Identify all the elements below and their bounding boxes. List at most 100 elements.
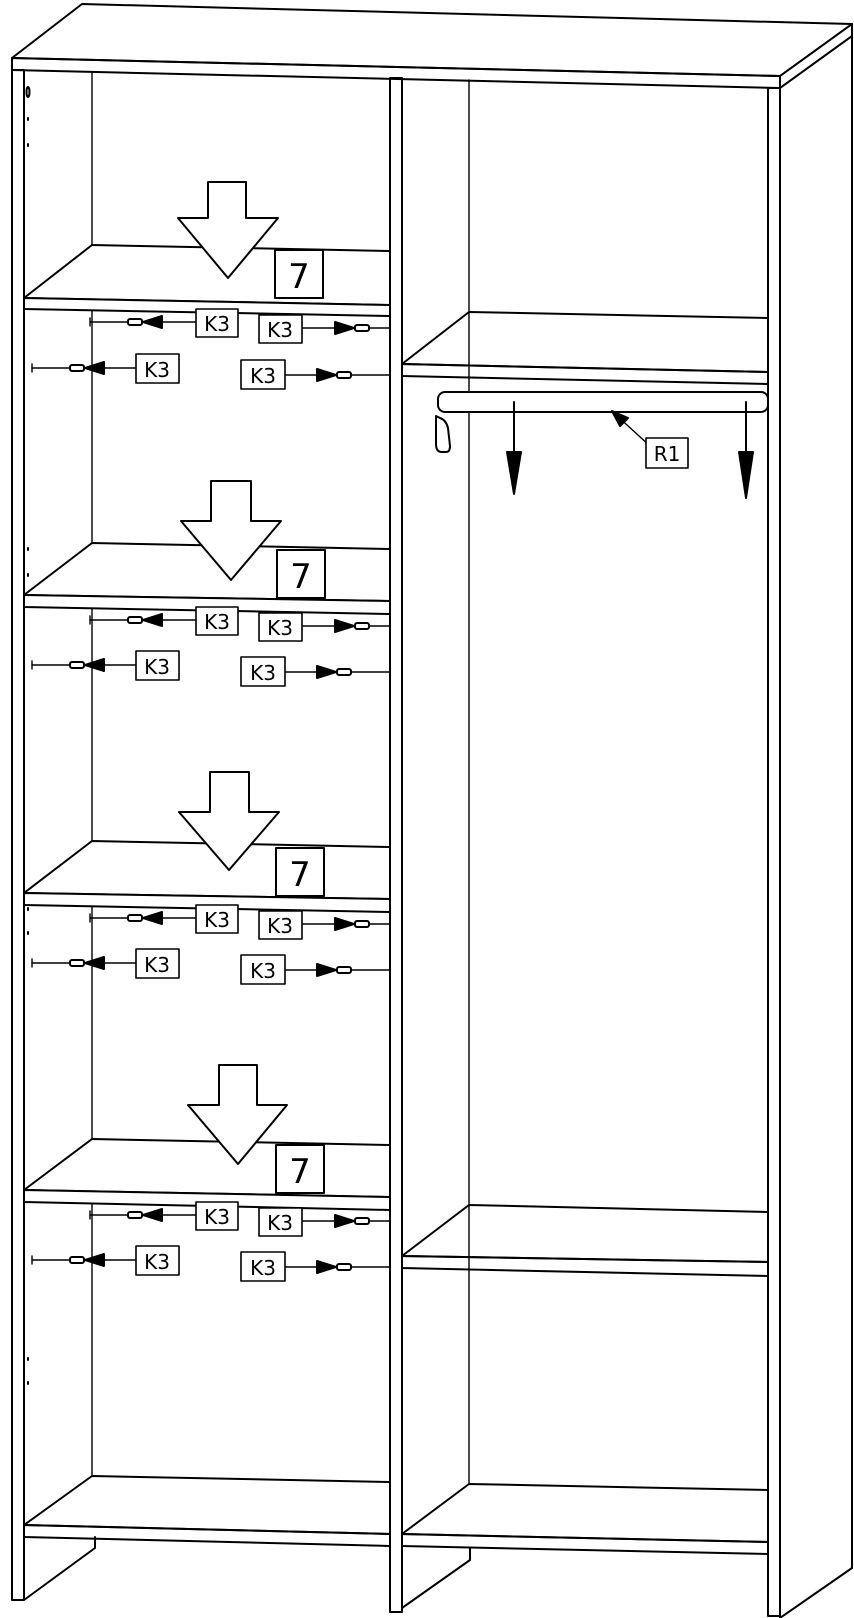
k3-label: K3: [250, 661, 276, 685]
rail-leader-arrowhead: [611, 410, 629, 427]
pin-arrowhead: [334, 1214, 355, 1228]
part-label: 7: [289, 855, 311, 895]
k3-label: K3: [267, 616, 293, 640]
k3-label: K3: [204, 312, 230, 336]
hanging-rail-group: R1: [435, 391, 769, 499]
rail-bracket: [435, 415, 451, 453]
bottom-panel-left-edge: [23, 1524, 391, 1547]
pin-arrowhead: [84, 361, 105, 375]
system-hole: [25, 86, 31, 98]
shelf-7-front-edge: [23, 892, 391, 913]
shelf-pin-icon: [354, 324, 370, 332]
pin-arrowhead: [142, 315, 163, 329]
k3-label-box: [135, 353, 180, 384]
shelf-7-surface: [23, 1138, 391, 1198]
hanging-rail: [437, 391, 769, 413]
shelf-pin-icon: [354, 920, 370, 928]
k3-label: K3: [144, 358, 170, 382]
shelf-7-surface: [23, 840, 391, 900]
pin-arrowhead: [142, 613, 163, 627]
insert-arrow: [187, 1064, 288, 1165]
top-panel-front-edge: [11, 57, 781, 89]
insert-arrow: [177, 181, 279, 279]
pin-arrowhead: [142, 911, 163, 925]
shelf-assembly-3: 7 K3 K3 K3 K3: [23, 771, 391, 985]
pin-arrowhead: [316, 368, 337, 382]
part-label-box: [275, 1144, 325, 1194]
shelf-7-front-edge: [23, 594, 391, 615]
part-label-box: [275, 847, 325, 897]
shelf-assembly-4: 7 K3 K3 K3 K3: [23, 1064, 391, 1282]
k3-label-box: [195, 606, 239, 636]
shelf-assembly-1: 7 K3 K3 K3 K3: [23, 181, 391, 390]
shelf-pin-icon: [69, 661, 85, 669]
k3-label-box: [240, 1251, 286, 1282]
k3-label: K3: [267, 318, 293, 342]
part-label-box: [274, 249, 324, 299]
part-label: 7: [290, 557, 312, 597]
k3-label-box: [258, 1207, 303, 1237]
insert-arrow: [178, 771, 280, 871]
k3-label: K3: [250, 959, 276, 983]
pin-arrowhead: [334, 619, 355, 633]
shelf-7-front-edge: [23, 1189, 391, 1211]
insert-arrow: [180, 480, 282, 581]
k3-label: K3: [267, 1211, 293, 1235]
pin-arrowhead: [316, 665, 337, 679]
left-side-panel: [11, 69, 25, 1601]
shelf-pin-icon: [354, 622, 370, 630]
rail-label-box: [645, 437, 689, 469]
right-side-panel: [767, 87, 781, 1617]
right-lower-fixed-shelf-edge: [401, 1255, 769, 1277]
top-panel-surface: [11, 3, 853, 77]
pin-arrowhead: [316, 963, 337, 977]
k3-label-box: [258, 314, 303, 344]
k3-label: K3: [267, 914, 293, 938]
shelf-pin-icon: [69, 1256, 85, 1264]
shelf-pin-icon: [127, 318, 143, 326]
part-label: 7: [288, 257, 310, 297]
bottom-panel-right-edge: [401, 1533, 769, 1555]
k3-label-box: [240, 359, 286, 390]
pin-arrowhead: [84, 1253, 105, 1267]
right-upper-fixed-shelf-edge: [401, 363, 769, 385]
shelf-7-front-edge: [23, 297, 391, 317]
top-panel-right-edge: [779, 23, 853, 77]
part-label: 7: [289, 1152, 311, 1192]
k3-label: K3: [204, 1205, 230, 1229]
k3-label-box: [195, 308, 239, 338]
k3-label-box: [195, 904, 239, 934]
k3-label-box: [195, 1201, 239, 1231]
k3-label-box: [240, 954, 286, 985]
right-side-panel-outer: [779, 35, 853, 1618]
right-upper-fixed-shelf: [401, 311, 769, 373]
plinth-center: [401, 1547, 471, 1609]
k3-label: K3: [144, 1250, 170, 1274]
shelf-pin-icon: [69, 959, 85, 967]
k3-label-box: [135, 650, 180, 681]
k3-label: K3: [204, 610, 230, 634]
rail-label: R1: [654, 442, 681, 466]
shelf-assembly-2: 7 K3 K3 K3 K3: [23, 480, 391, 687]
k3-label: K3: [144, 953, 170, 977]
shelf-pin-icon: [127, 616, 143, 624]
shelf-pin-icon: [336, 668, 352, 676]
k3-label: K3: [250, 1256, 276, 1280]
k3-label-box: [258, 910, 303, 940]
right-lower-fixed-shelf: [401, 1204, 769, 1263]
k3-label-box: [240, 656, 286, 687]
rail-down-arrow-right-head: [738, 451, 754, 499]
shelf-pin-icon: [127, 914, 143, 922]
k3-label: K3: [144, 655, 170, 679]
shelf-pin-icon: [354, 1217, 370, 1225]
k3-label-box: [135, 1245, 180, 1276]
k3-label: K3: [250, 364, 276, 388]
pin-arrowhead: [142, 1208, 163, 1222]
bottom-panel-right: [401, 1483, 769, 1543]
center-divider: [389, 77, 403, 1613]
k3-label: K3: [204, 908, 230, 932]
wardrobe-carcass: [11, 3, 853, 1618]
k3-label-box: [258, 612, 303, 642]
pin-arrowhead: [334, 917, 355, 931]
